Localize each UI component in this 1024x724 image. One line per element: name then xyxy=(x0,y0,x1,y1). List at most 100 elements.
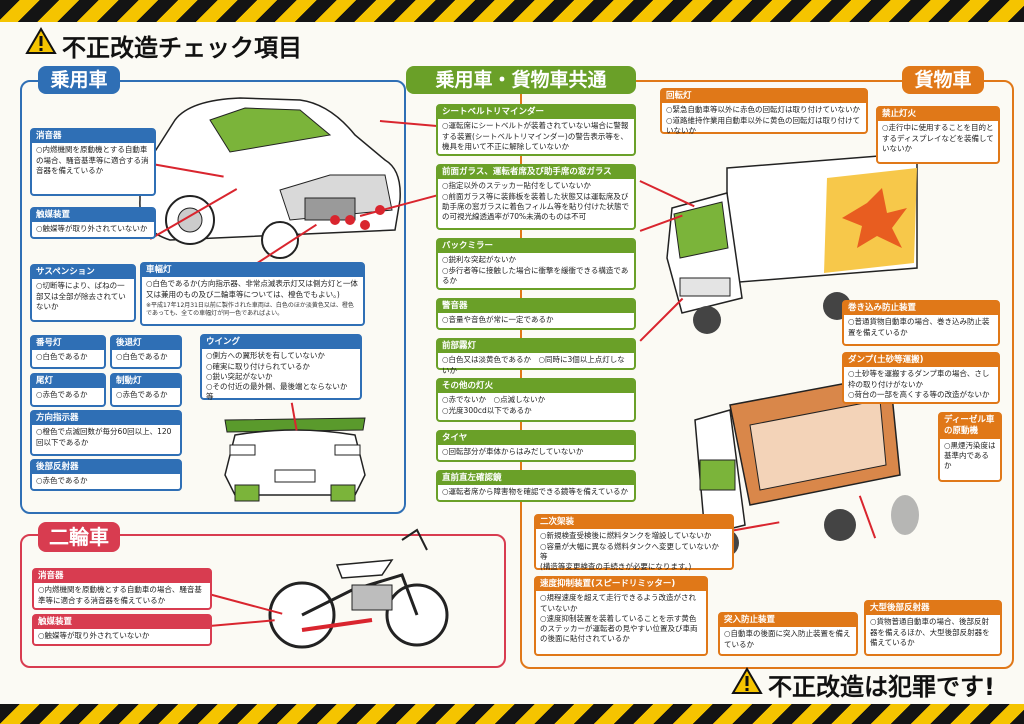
diesel-card: ディーゼル車の原動機 ○黒煙汚染度は基準内であるか xyxy=(938,412,1002,482)
moto-muffler-card: 消音器 ○内燃機関を原動機とする自動車の場合、騒音基準等に適合する消音器を備えて… xyxy=(32,568,212,610)
width-lamp-card: 車幅灯 ○白色であるか(方向指示器、非常点滅表示灯又は側方灯と一体又は兼用のもの… xyxy=(140,262,365,326)
rear-guard-title: 突入防止装置 xyxy=(720,614,856,628)
front-mirror-card: 直前直左確認鏡 ○運転者席から障害物を確認できる鏡等を備えているか xyxy=(436,470,636,502)
passenger-frame xyxy=(20,80,406,514)
glass-card: 前面ガラス、運転者席及び助手席の窓ガラス ○指定以外のステッカー貼付をしていない… xyxy=(436,164,636,230)
car-rear-illustration xyxy=(224,417,366,502)
speed-limiter-text: ○規程速度を超えて走行できるよう改造がされていないか ○速度抑制装置を装着してい… xyxy=(540,593,698,643)
wing-title: ウイング xyxy=(202,336,360,350)
underrun-text: ○普通貨物自動車の場合、巻き込み防止装置を備えているか xyxy=(848,317,990,337)
dump-title: ダンプ(土砂等運搬) xyxy=(844,354,998,368)
underrun-card: 巻き込み防止装置 ○普通貨物自動車の場合、巻き込み防止装置を備えているか xyxy=(842,300,1000,346)
speed-limiter-title: 速度抑制装置(スピードリミッター) xyxy=(536,578,706,592)
backup-lamp-card: 後退灯 ○白色であるか xyxy=(110,335,182,369)
diesel-title: ディーゼル車の原動機 xyxy=(940,414,1000,439)
suspension-title: サスペンション xyxy=(32,266,134,280)
warning-icon xyxy=(25,27,57,54)
tail-lamp-text: ○赤色であるか xyxy=(36,390,88,400)
turn-signal-card: 方向指示器 ○橙色で点滅回数が毎分60回以上、120回以下であるか xyxy=(30,410,182,456)
tire-title: タイヤ xyxy=(438,432,634,446)
other-lamps-card: その他の灯火 ○赤でないか ○点滅しないか ○光度300cd以下であるか xyxy=(436,378,636,422)
large-reflector-text: ○貨物普通自動車の場合、後部反射器を備えるほか、大型後部反射器を備えているか xyxy=(870,617,990,647)
moto-catalyst-title: 触媒装置 xyxy=(34,616,210,630)
rotating-lamp-title: 回転灯 xyxy=(662,90,866,104)
catalyst-card: 触媒装置 ○触媒等が取り外されていないか xyxy=(30,207,156,239)
rear-reflector-card: 後部反射器 ○赤色であるか xyxy=(30,459,182,491)
horn-card: 警音器 ○音量や音色が常に一定であるか xyxy=(436,298,636,330)
fog-lamp-text: ○白色又は淡黄色であるか ○同時に3個以上点灯しないか xyxy=(442,355,625,375)
muffler-card: 消音器 ○内燃機関を原動機とする自動車の場合、騒音基準等に適合する消音器を備えて… xyxy=(30,128,156,196)
turn-signal-title: 方向指示器 xyxy=(32,412,180,426)
motorcycle-frame xyxy=(20,534,506,668)
large-reflector-title: 大型後部反射器 xyxy=(866,602,1000,616)
underrun-title: 巻き込み防止装置 xyxy=(844,302,998,316)
other-lamps-text: ○赤でないか ○点滅しないか ○光度300cd以下であるか xyxy=(442,395,546,415)
suspension-text: ○切断等により、ばねの一部又は全部が除去されていないか xyxy=(36,281,126,311)
banned-lamp-text: ○走行中に使用することを目的とするディスプレイなどを装備していないか xyxy=(882,123,994,153)
moto-catalyst-card: 触媒装置 ○触媒等が取り外されていないか xyxy=(32,614,212,646)
catalyst-text: ○触媒等が取り外されていないか xyxy=(36,224,148,234)
horn-text: ○音量や音色が常に一定であるか xyxy=(442,315,554,325)
moto-muffler-title: 消音器 xyxy=(34,570,210,584)
box-truck-illustration xyxy=(666,152,918,334)
passenger-section-label: 乗用車 xyxy=(38,66,120,94)
truck-section-label: 貨物車 xyxy=(902,66,984,94)
diesel-text: ○黒煙汚染度は基準内であるか xyxy=(944,440,996,471)
mirror-title: バックミラー xyxy=(438,240,634,254)
catalyst-title: 触媒装置 xyxy=(32,209,154,223)
frame-title: 二次架装 xyxy=(536,516,732,530)
large-reflector-card: 大型後部反射器 ○貨物普通自動車の場合、後部反射器を備えるほか、大型後部反射器を… xyxy=(864,600,1002,656)
mirror-card: バックミラー ○鋭利な突起がないか ○歩行者等に接触した場合に衝撃を緩衝できる構… xyxy=(436,238,636,290)
width-lamp-text: ○白色であるか(方向指示器、非常点滅表示灯又は側方灯と一体又は兼用のもの及び二輪… xyxy=(146,279,358,299)
tail-lamp-title: 尾灯 xyxy=(32,375,104,389)
dump-truck-illustration xyxy=(694,374,919,557)
brake-lamp-text: ○赤色であるか xyxy=(116,390,168,400)
fog-lamp-card: 前部霧灯 ○白色又は淡黄色であるか ○同時に3個以上点灯しないか xyxy=(436,338,636,375)
other-lamps-title: その他の灯火 xyxy=(438,380,634,394)
rear-reflector-text: ○赤色であるか xyxy=(36,476,88,486)
warning-icon xyxy=(731,667,763,694)
turn-signal-text: ○橙色で点滅回数が毎分60回以上、120回以下であるか xyxy=(36,427,172,447)
tail-lamp-card: 尾灯 ○赤色であるか xyxy=(30,373,106,407)
dump-card: ダンプ(土砂等運搬) ○土砂等を運搬するダンプ車の場合、さし枠の取り付けがないか… xyxy=(842,352,1000,404)
glass-text: ○指定以外のステッカー貼付をしていないか ○前面ガラス等に装飾板を装着した状態又… xyxy=(442,181,630,221)
truck-frame xyxy=(520,80,1014,669)
width-lamp-title: 車幅灯 xyxy=(142,264,363,278)
rear-reflector-title: 後部反射器 xyxy=(32,461,180,475)
fog-lamp-title: 前部霧灯 xyxy=(438,340,634,354)
footer-slogan: 不正改造は犯罪です! xyxy=(768,673,995,701)
brake-lamp-title: 制動灯 xyxy=(112,375,180,389)
rotating-lamp-card: 回転灯 ○緊急自動車等以外に赤色の回転灯は取り付けていないか ○道路維持作業用自… xyxy=(660,88,868,135)
frame-text: ○新規検査受検後に燃料タンクを増設していないか ○容量が大幅に異なる燃料タンクへ… xyxy=(540,531,719,571)
tire-card: タイヤ ○回転部分が車体からはみだしていないか xyxy=(436,430,636,462)
banned-lamp-title: 禁止灯火 xyxy=(878,108,998,122)
motorcycle-section-label: 二輪車 xyxy=(38,522,120,552)
plate-lamp-text: ○白色であるか xyxy=(36,352,88,362)
backup-lamp-title: 後退灯 xyxy=(112,337,180,351)
tire-text: ○回転部分が車体からはみだしていないか xyxy=(442,447,584,457)
plate-lamp-card: 番号灯 ○白色であるか xyxy=(30,335,106,369)
seatbelt-text: ○運転席にシートベルトが装着されていない場合に警報する装置(シートベルトリマイン… xyxy=(442,121,629,151)
car-illustration xyxy=(139,97,401,259)
dump-text: ○土砂等を運搬するダンプ車の場合、さし枠の取り付けがないか ○荷台の一部を高くす… xyxy=(848,369,990,399)
horn-title: 警音器 xyxy=(438,300,634,314)
wing-card: ウイング ○側方への翼形状を有していないか ○確実に取り付けられているか ○鋭い… xyxy=(200,334,362,401)
width-lamp-note: ※平成17年12月31日以前に製作された車両は、白色のほか淡黄色又は、橙色であっ… xyxy=(146,301,354,317)
brake-lamp-card: 制動灯 ○赤色であるか xyxy=(110,373,182,407)
speed-limiter-card: 速度抑制装置(スピードリミッター) ○規程速度を超えて走行できるよう改造がされて… xyxy=(534,576,708,656)
common-section-label: 乗用車・貨物車共通 xyxy=(406,66,636,94)
suspension-card: サスペンション ○切断等により、ばねの一部又は全部が除去されていないか xyxy=(30,264,136,322)
backup-lamp-text: ○白色であるか xyxy=(116,352,168,362)
rotating-lamp-text: ○緊急自動車等以外に赤色の回転灯は取り付けていないか ○道路維持作業用自動車以外… xyxy=(666,105,861,135)
motorcycle-illustration xyxy=(268,528,449,649)
frame-card: 二次架装 ○新規検査受検後に燃料タンクを増設していないか ○容量が大幅に異なる燃… xyxy=(534,514,734,571)
mirror-text: ○鋭利な突起がないか ○歩行者等に接触した場合に衝撃を緩衝できる構造であるか xyxy=(442,255,629,285)
glass-title: 前面ガラス、運転者席及び助手席の窓ガラス xyxy=(438,166,634,180)
plate-lamp-title: 番号灯 xyxy=(32,337,104,351)
banned-lamp-card: 禁止灯火 ○走行中に使用することを目的とするディスプレイなどを装備していないか xyxy=(876,106,1000,164)
hazard-stripe-bottom xyxy=(0,704,1024,724)
muffler-title: 消音器 xyxy=(32,130,154,144)
front-mirror-title: 直前直左確認鏡 xyxy=(438,472,634,486)
wing-text: ○側方への翼形状を有していないか ○確実に取り付けられているか ○鋭い突起がない… xyxy=(206,351,348,401)
moto-catalyst-text: ○触媒等が取り外されていないか xyxy=(38,631,150,641)
